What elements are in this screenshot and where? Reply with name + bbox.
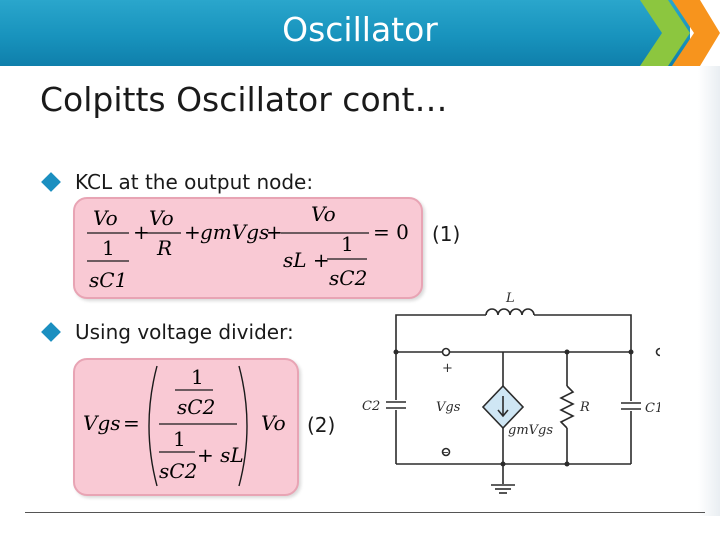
- eq2-inner-den: sC2: [177, 395, 215, 419]
- eq1-t3-den-den: sC2: [329, 266, 367, 290]
- resistor-icon: [559, 385, 575, 429]
- eq2-denom-plus: + sL: [197, 443, 244, 467]
- banner-chevron-icon: [640, 0, 720, 66]
- bullet-text-kcl: KCL at the output node:: [75, 170, 314, 194]
- eq1-t2-num: Vo: [149, 206, 174, 230]
- eq1-t3-den-a: sL +: [283, 248, 330, 272]
- label-L: L: [505, 291, 515, 306]
- slide-heading: Colpitts Oscillator cont…: [40, 80, 448, 119]
- eq2-rhs: Vo: [261, 411, 286, 435]
- eq2-inner-num: 1: [191, 365, 204, 389]
- eq1-equals: = 0: [373, 220, 409, 244]
- title-banner: [0, 0, 690, 66]
- label-R: R: [579, 400, 590, 415]
- colpitts-circuit-diagram: L C2 C1 R Vgs gmVgs Vo + –: [362, 291, 660, 494]
- bullet-diamond-icon: [41, 322, 61, 342]
- eq1-t3-num: Vo: [311, 202, 336, 226]
- label-plus: +: [442, 361, 453, 376]
- eq1-t3-den-num: 1: [341, 232, 354, 256]
- eq2-denom-num: 1: [173, 427, 186, 451]
- equation-1: Vo 1 sC1 + Vo R + gmVgs + Vo sL + 1 sC2 …: [87, 202, 409, 292]
- equation-2: Vgs = 1 sC2 1 sC2 + sL Vo: [83, 365, 286, 487]
- eq1-plus-3: +: [266, 220, 283, 244]
- eq1-t1-den-num: 1: [102, 236, 115, 260]
- inductor-icon: [485, 308, 535, 316]
- footer-divider: [25, 512, 705, 513]
- label-gmVgs: gmVgs: [508, 423, 553, 438]
- eq1-plus-1: +: [133, 220, 150, 244]
- eq1-t1-num: Vo: [93, 206, 118, 230]
- label-C1: C1: [645, 401, 660, 416]
- equation-1-box: [73, 197, 423, 299]
- equation-2-box: [73, 358, 299, 496]
- label-C2: C2: [362, 399, 380, 414]
- eq1-t2-den: R: [156, 236, 172, 260]
- equation-2-number: (2): [307, 413, 336, 437]
- bullet-diamond-icon: [41, 172, 61, 192]
- label-minus: –: [442, 445, 449, 460]
- eq1-gm-term: gmVgs: [200, 220, 269, 244]
- eq2-lhs: Vgs: [83, 411, 121, 435]
- eq2-equals: =: [123, 411, 140, 435]
- right-edge-strip: [698, 66, 720, 516]
- bullet-text-divider: Using voltage divider:: [75, 320, 294, 344]
- banner-title: Oscillator: [282, 10, 438, 49]
- label-Vgs: Vgs: [436, 400, 461, 415]
- eq2-denom-den: sC2: [159, 459, 197, 483]
- eq1-plus-2: +: [184, 220, 201, 244]
- eq1-t1-den-den: sC1: [89, 268, 127, 292]
- equation-1-number: (1): [432, 222, 461, 246]
